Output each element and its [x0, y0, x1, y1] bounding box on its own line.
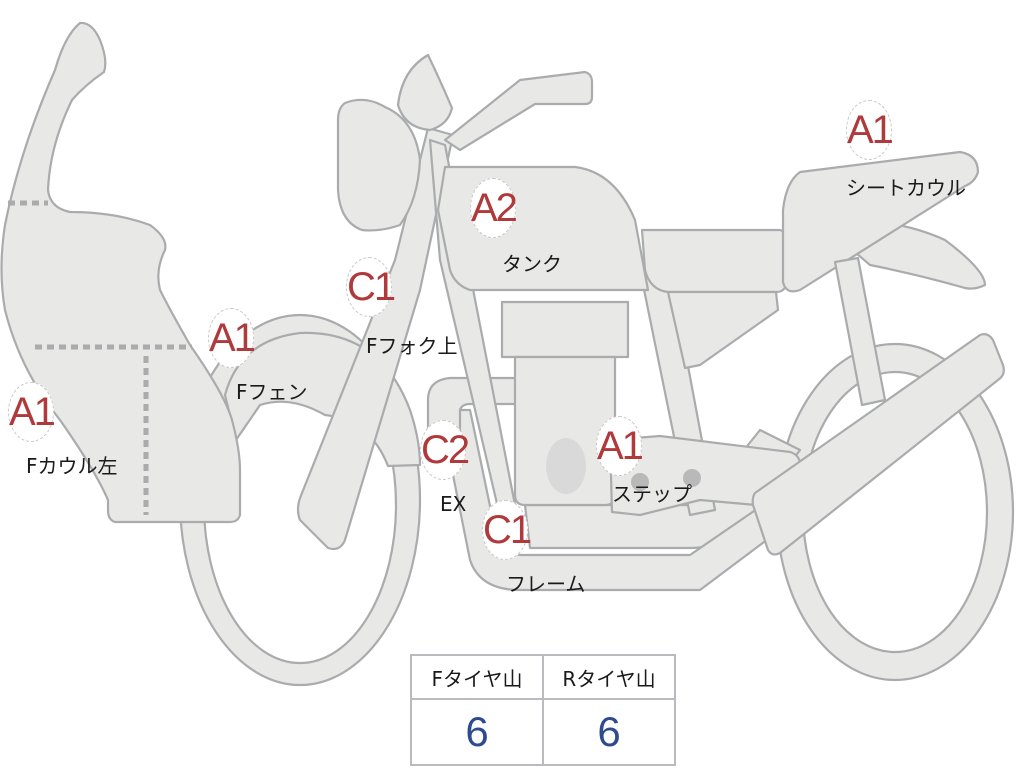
damage-code-badge: C1 — [346, 257, 396, 317]
part-label-footpeg: ステップ — [612, 482, 692, 506]
part-label-frame: フレーム — [506, 572, 586, 596]
damage-code-badge: A1 — [596, 416, 644, 476]
swingarm — [751, 333, 1005, 556]
engine — [500, 300, 630, 507]
damage-code-badge: A1 — [208, 308, 256, 368]
damage-code-badge: C1 — [482, 500, 532, 560]
damage-code-badge: A1 — [846, 100, 894, 160]
rear-tire-tread-value: 6 — [542, 698, 676, 766]
front-tire-tread-header: Fタイヤ山 — [410, 654, 544, 700]
headlight — [336, 98, 422, 232]
part-label-front-fender: Fフェン — [236, 380, 308, 404]
part-label-seat-cowl: シートカウル — [846, 176, 966, 200]
seat — [640, 228, 788, 294]
damage-code-badge: A2 — [470, 178, 518, 238]
damage-code-badge: A1 — [8, 382, 56, 442]
part-label-tank: タンク — [502, 252, 562, 276]
handlebar — [443, 70, 594, 152]
part-label-exhaust: EX — [440, 492, 467, 516]
part-label-front-fork-upper: Fフォク上 — [366, 334, 458, 358]
front-cowl — [0, 21, 242, 524]
damage-code-badge: C2 — [420, 420, 470, 480]
rear-shock — [833, 256, 887, 407]
rear-wheel — [775, 342, 1015, 682]
tire-tread-table: Fタイヤ山 Rタイヤ山 6 6 — [410, 654, 676, 766]
part-label-front-cowl-left: Fカウル左 — [26, 454, 118, 478]
front-tire-tread-value: 6 — [410, 698, 544, 766]
mirror — [396, 53, 454, 132]
side-cover — [666, 290, 780, 370]
seat-cowl — [781, 150, 980, 293]
rear-tire-tread-header: Rタイヤ山 — [542, 654, 676, 700]
front-fork — [296, 126, 455, 551]
